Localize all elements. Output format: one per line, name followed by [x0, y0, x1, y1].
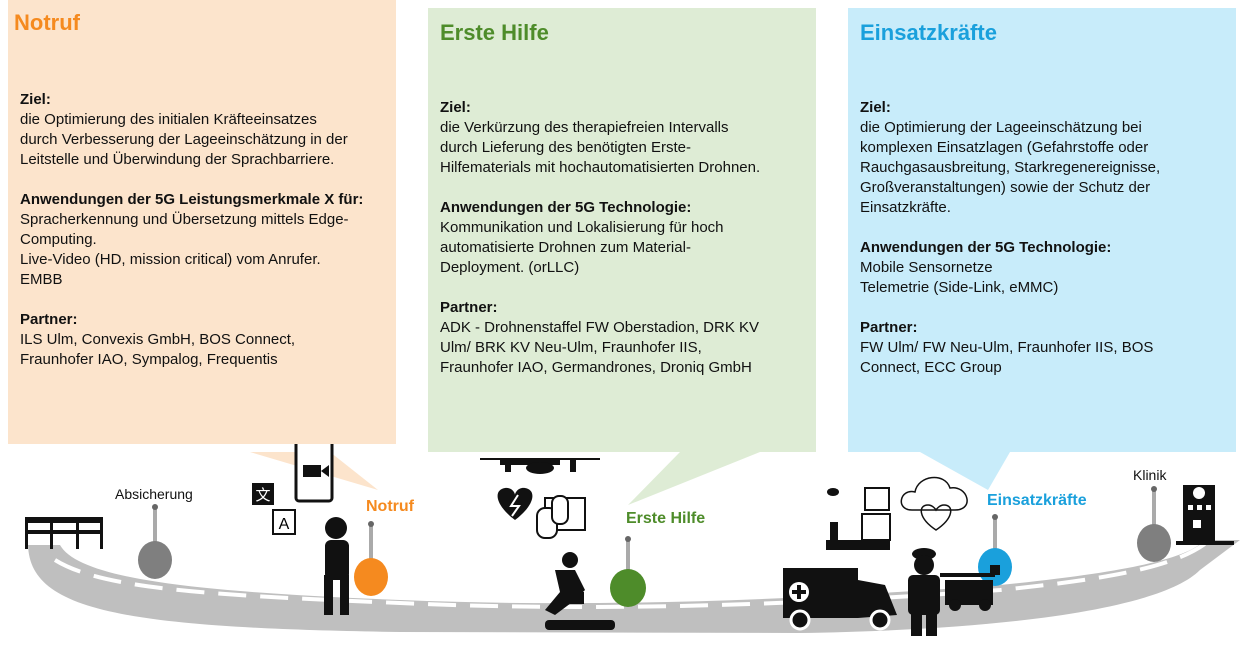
- text-line: komplexen Einsatzlagen (Gefahrstoffe ode…: [860, 139, 1149, 156]
- cloud-heart-icon: [900, 476, 968, 531]
- sensor-network-icon: [826, 487, 891, 550]
- text-line: Fraunhofer IAO, Germandrones, Droniq Gmb…: [440, 359, 752, 376]
- ziel-section: Ziel: die Verkürzung des therapiefreien I…: [440, 98, 804, 178]
- erste-hilfe-pin: [610, 536, 646, 607]
- absicherung-label: Absicherung: [115, 486, 193, 502]
- einsatzkraefte-panel: Einsatzkräfte Ziel: die Optimierung der L…: [848, 8, 1236, 452]
- section-heading: Partner:: [440, 299, 498, 316]
- erste-hilfe-callout-tail: [628, 452, 760, 505]
- video-phone-icon: [294, 439, 334, 503]
- text-line: Rauchgasausbreitung, Starkregenereigniss…: [860, 159, 1161, 176]
- klinik-pin: [1137, 486, 1171, 562]
- section-heading: Anwendungen der 5G Technologie:: [440, 199, 692, 216]
- text-line: Großveranstaltungen) sowie der Schutz de…: [860, 179, 1151, 196]
- anwendungen-section: Anwendungen der 5G Technologie: Kommunika…: [440, 198, 804, 278]
- bandage-rolls-icon: [536, 495, 586, 539]
- translate-icon: 文A: [252, 483, 296, 535]
- partner-section: Partner: ILS Ulm, Convexis GmbH, BOS Conn…: [20, 310, 384, 370]
- panel-title: Erste Hilfe: [440, 20, 549, 45]
- ambulance-icon: [783, 568, 897, 631]
- text-line: Kommunikation und Lokalisierung für hoch: [440, 219, 724, 236]
- text-line: die Optimierung der Lageeinschätzung bei: [860, 119, 1142, 136]
- text-line: Connect, ECC Group: [860, 359, 1002, 376]
- ziel-section: Ziel: die Optimierung des initialen Kräft…: [20, 90, 384, 170]
- panel-title: Einsatzkräfte: [860, 20, 997, 45]
- buildings-icon: [25, 517, 103, 549]
- drone-icon: [480, 458, 600, 474]
- road-lane-marking: [53, 538, 1212, 609]
- text-line: FW Ulm/ FW Neu-Ulm, Fraunhofer IIS, BOS: [860, 339, 1154, 356]
- text-line: die Verkürzung des therapiefreien Interv…: [440, 119, 729, 136]
- panel-title: Notruf: [14, 10, 80, 35]
- defibrillator-heart-icon: [497, 487, 533, 520]
- hospital-icon: [1176, 485, 1234, 545]
- anwendungen-section: Anwendungen der 5G Technologie: Mobile Se…: [860, 238, 1224, 298]
- text-line: Mobile Sensornetze: [860, 259, 993, 276]
- notruf-stage-label: Notruf: [366, 498, 414, 515]
- caller-person-icon: [324, 517, 349, 615]
- partner-section: Partner: ADK - Drohnenstaffel FW Oberstad…: [440, 298, 804, 378]
- text-line: Deployment. (orLLC): [440, 259, 580, 276]
- section-heading: Anwendungen der 5G Leistungsmerkmale X f…: [20, 191, 364, 208]
- erste-hilfe-panel: Erste Hilfe Ziel: die Verkürzung des ther…: [428, 8, 816, 452]
- fire-truck-icon: [940, 565, 1000, 611]
- section-heading: Partner:: [20, 311, 78, 328]
- text-line: Fraunhofer IAO, Sympalog, Frequentis: [20, 351, 278, 368]
- anwendungen-section: Anwendungen der 5G Leistungsmerkmale X f…: [20, 190, 384, 290]
- text-line: Computing.: [20, 231, 97, 248]
- absicherung-pin: [138, 504, 172, 579]
- text-line: Telemetrie (Side-Link, eMMC): [860, 279, 1059, 296]
- firefighter-icon: [908, 548, 940, 636]
- text-line: durch Lieferung des benötigten Erste-: [440, 139, 691, 156]
- section-heading: Ziel:: [440, 99, 471, 116]
- section-heading: Ziel:: [860, 99, 891, 116]
- notruf-pin: [354, 521, 388, 596]
- text-line: Hilfematerials mit hochautomatisierten D…: [440, 159, 761, 176]
- section-heading: Partner:: [860, 319, 918, 336]
- text-line: automatisierte Drohnen zum Material-: [440, 239, 691, 256]
- svg-text:文: 文: [255, 487, 270, 504]
- text-line: Leitstelle und Überwindung der Sprachbar…: [20, 151, 335, 168]
- text-line: Einsatzkräfte.: [860, 199, 951, 216]
- text-line: Live-Video (HD, mission critical) vom An…: [20, 251, 321, 268]
- ziel-section: Ziel: die Optimierung der Lageeinschätzun…: [860, 98, 1224, 218]
- section-heading: Ziel:: [20, 91, 51, 108]
- first-aider-icon: [545, 552, 615, 630]
- klinik-label: Klinik: [1133, 467, 1167, 483]
- erste-hilfe-stage-label: Erste Hilfe: [626, 510, 706, 527]
- text-line: Ulm/ BRK KV Neu-Ulm, Fraunhofer IIS,: [440, 339, 702, 356]
- svg-text:A: A: [279, 516, 290, 533]
- text-line: Spracherkennung und Übersetzung mittels …: [20, 211, 349, 228]
- notruf-panel: Notruf Ziel: die Optimierung des initiale…: [8, 0, 396, 444]
- text-line: durch Verbesserung der Lageeinschätzung …: [20, 131, 348, 148]
- text-line: EMBB: [20, 271, 63, 288]
- text-line: ILS Ulm, Convexis GmbH, BOS Connect,: [20, 331, 296, 348]
- section-heading: Anwendungen der 5G Technologie:: [860, 239, 1112, 256]
- partner-section: Partner: FW Ulm/ FW Neu-Ulm, Fraunhofer I…: [860, 318, 1224, 378]
- einsatzkraefte-stage-label: Einsatzkräfte: [987, 492, 1087, 509]
- text-line: die Optimierung des initialen Kräfteeins…: [20, 111, 317, 128]
- einsatzkraefte-callout-tail: [920, 452, 1010, 490]
- text-line: ADK - Drohnenstaffel FW Oberstadion, DRK…: [440, 319, 760, 336]
